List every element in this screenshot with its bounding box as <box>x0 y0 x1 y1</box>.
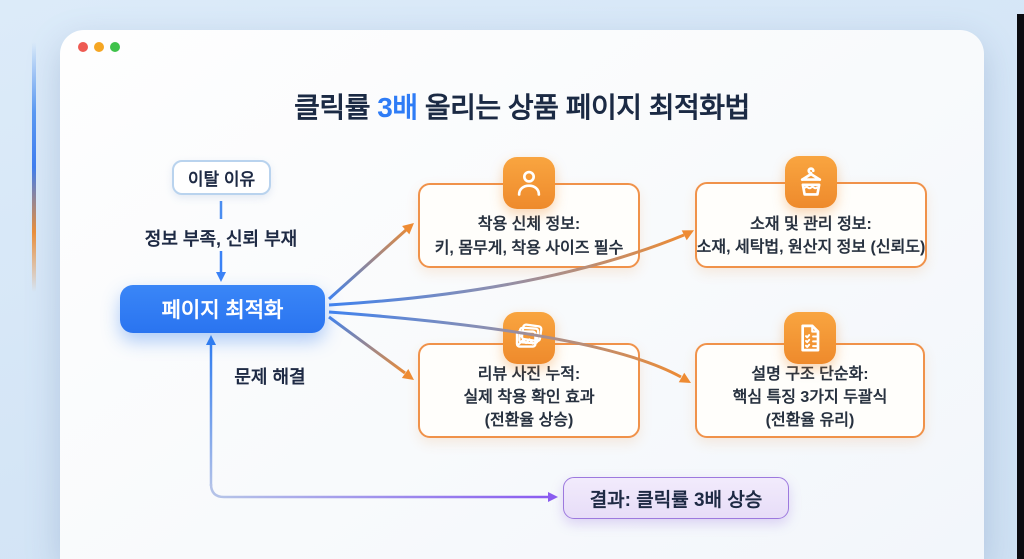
box-line: 소재 및 관리 정보: <box>750 215 872 233</box>
window-minimize-dot <box>94 42 104 52</box>
result-label: 결과: 클릭률 3배 상승 <box>589 489 763 511</box>
box-line: 키, 몸무게, 착용 사이즈 필수 <box>434 239 624 257</box>
box-line: 설명 구조 단순화: <box>751 365 869 383</box>
info-box-material-info: 소재 및 관리 정보: 소재, 세탁법, 원산지 정보 (신뢰도) <box>695 156 927 268</box>
page-title: 클릭률 3배 올리는 상품 페이지 최적화법 <box>294 92 750 123</box>
window-close-dot <box>78 42 88 52</box>
box-line: 소재, 세탁법, 원산지 정보 (신뢰도) <box>696 239 926 256</box>
title-highlight: 3배 <box>377 92 418 123</box>
page-optimization-label: 페이지 최적화 <box>161 299 284 322</box>
person-icon <box>503 157 555 209</box>
box-line: (전환율 유리) <box>765 412 855 430</box>
box-line: 리뷰 사진 누적: <box>477 365 581 383</box>
info-box-body-info: 착용 신체 정보: 키, 몸무게, 착용 사이즈 필수 <box>418 157 640 268</box>
cause-label: 정보 부족, 신뢰 부재 <box>144 229 298 249</box>
info-box-review-photos: 리뷰 사진 누적: 실제 착용 확인 효과 (전환율 상승) <box>418 312 640 438</box>
box-line: 핵심 특징 3가지 두괄식 <box>732 388 888 406</box>
exit-reason-node: 이탈 이유 <box>172 160 271 195</box>
document-icon <box>784 312 836 364</box>
info-box-description-structure: 설명 구조 단순화: 핵심 특징 3가지 두괄식 (전환율 유리) <box>695 312 925 438</box>
exit-reason-label: 이탈 이유 <box>187 170 256 189</box>
result-node: 결과: 클릭률 3배 상승 <box>563 477 789 519</box>
box-line: 착용 신체 정보: <box>477 216 581 234</box>
box-line: 실제 착용 확인 효과 <box>463 388 595 406</box>
box-line: (전환율 상승) <box>484 412 574 430</box>
problem-solved-label: 문제 해결 <box>234 367 306 387</box>
window-zoom-dot <box>110 42 120 52</box>
photos-icon <box>503 312 555 364</box>
page-optimization-node: 페이지 최적화 <box>120 285 325 333</box>
decorative-gradient-line <box>32 42 36 292</box>
window-card: 클릭률 3배 올리는 상품 페이지 최적화법 이탈 이유 정보 부족, 신뢰 부… <box>60 30 984 559</box>
laundry-icon <box>785 156 837 208</box>
screen-edge-strip <box>1017 14 1024 559</box>
